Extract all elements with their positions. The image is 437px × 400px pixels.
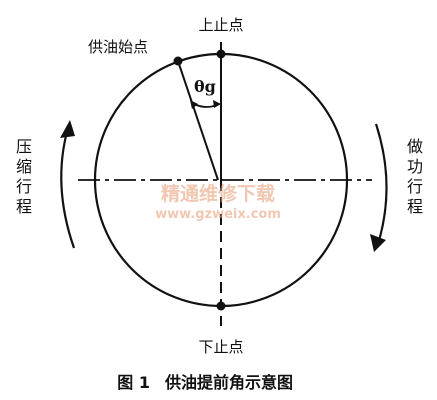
power-stroke-arc xyxy=(374,123,388,245)
power-stroke-char: 做 xyxy=(407,137,423,156)
figure-caption: 供油提前角示意图 xyxy=(164,373,293,392)
compression-stroke-char: 程 xyxy=(16,197,32,216)
theta-arrow-left xyxy=(190,100,198,109)
watermark-text: 精通维修下载 xyxy=(161,182,275,205)
figure-number: 图 1 xyxy=(117,373,150,392)
power-stroke-arrowhead xyxy=(370,234,386,252)
watermark-url: www.gzweix.com xyxy=(155,207,281,222)
injection-start-radius xyxy=(177,60,219,181)
power-stroke-char: 功 xyxy=(407,157,423,176)
top-dead-center-label: 上止点 xyxy=(198,16,243,34)
bottom-dead-center-label: 下止点 xyxy=(198,338,243,356)
compression-stroke-char: 压 xyxy=(16,137,32,156)
compression-stroke-char: 行 xyxy=(16,177,32,196)
power-stroke-char: 行 xyxy=(407,177,423,196)
top-dead-center-dot xyxy=(216,49,226,59)
theta-arrow-right xyxy=(213,100,221,108)
power-stroke-char: 程 xyxy=(407,197,423,216)
theta-label: θg xyxy=(194,77,216,96)
power-stroke-label: 做 功 行 程 xyxy=(407,137,423,216)
compression-stroke-arrowhead xyxy=(60,120,75,138)
compression-stroke-char: 缩 xyxy=(16,157,32,176)
injection-start-label: 供油始点 xyxy=(88,38,148,56)
bottom-dead-center-dot xyxy=(216,301,226,311)
compression-stroke-arc xyxy=(60,127,76,249)
compression-stroke-label: 压 缩 行 程 xyxy=(16,137,32,216)
